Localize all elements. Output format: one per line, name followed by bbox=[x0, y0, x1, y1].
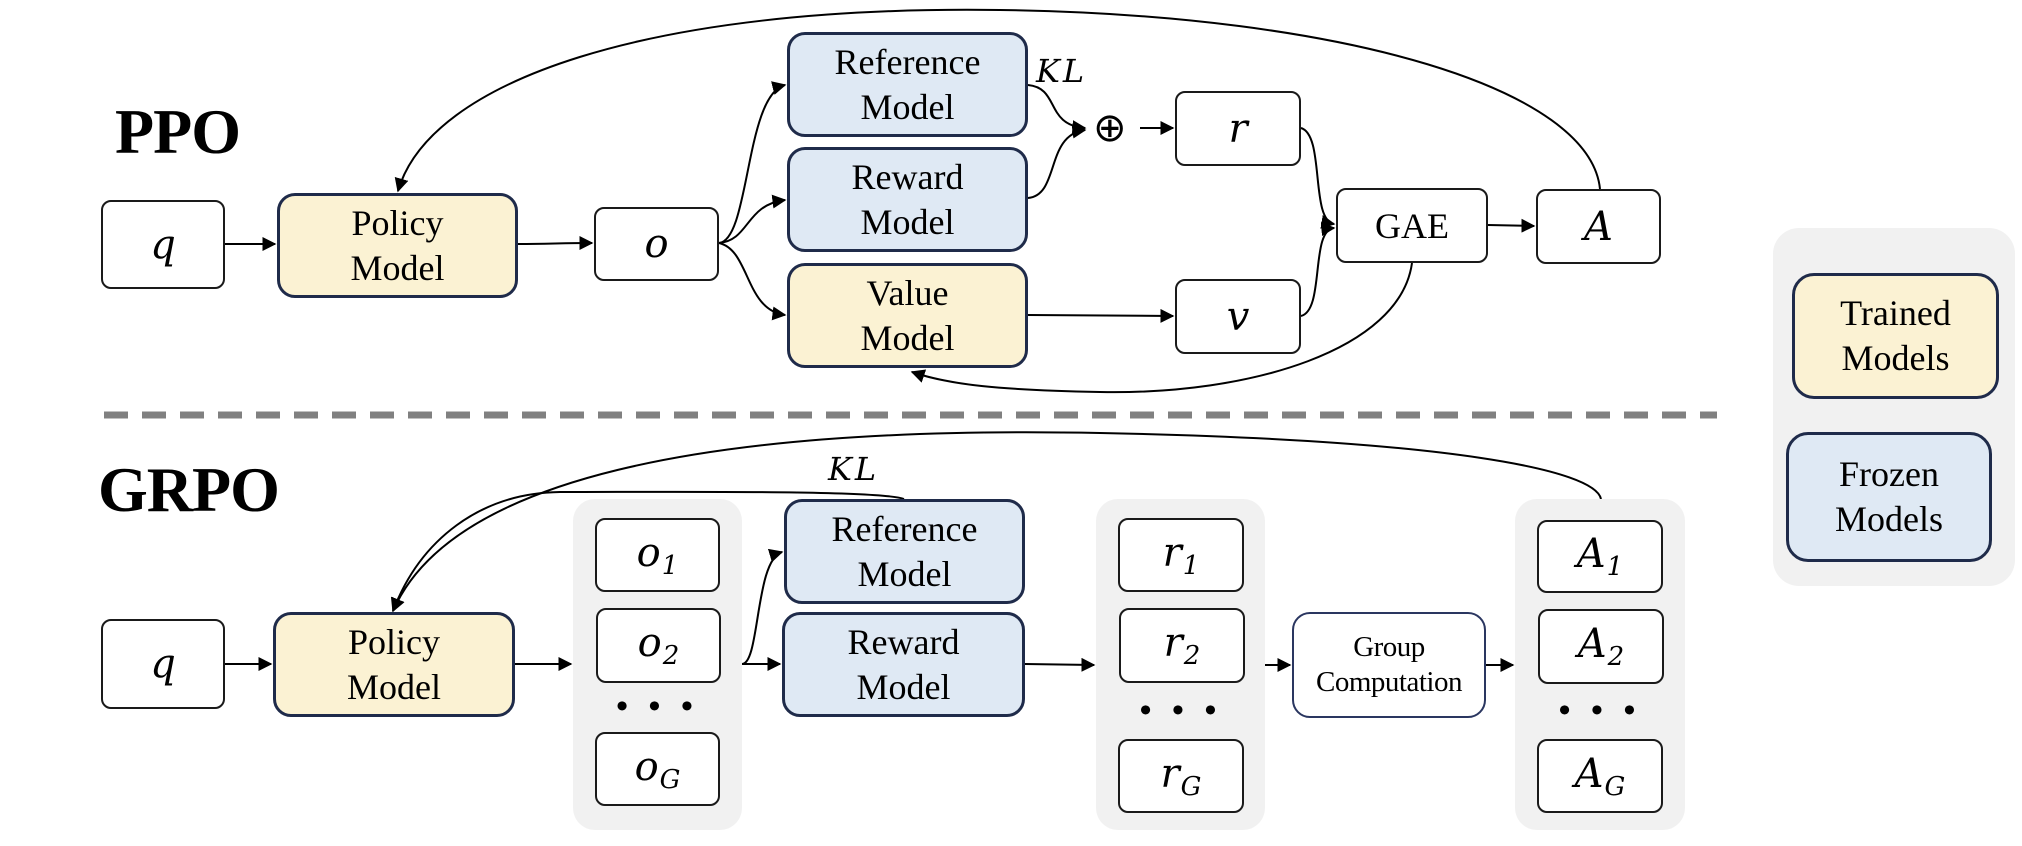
rewards-ellipsis: • • • bbox=[1139, 692, 1223, 729]
output-2-base: o bbox=[637, 620, 662, 666]
reward-2-base: r bbox=[1163, 620, 1183, 666]
arrow-gae-to-value bbox=[910, 262, 1413, 394]
reward-box-1: r1 bbox=[1118, 518, 1244, 592]
arrow-advantages-to-policy bbox=[391, 431, 1602, 613]
grpo-policy-line2: Model bbox=[347, 666, 441, 707]
ppo-reward-label: r bbox=[1228, 105, 1248, 152]
ppo-title: PPO bbox=[115, 96, 241, 167]
advantage-1-sub: 1 bbox=[1606, 552, 1624, 582]
arrow-a-to-policy bbox=[394, 8, 1601, 193]
reward-g-sub: G bbox=[1180, 771, 1202, 802]
reward-model-line1: Reward bbox=[851, 156, 964, 197]
reference-model-line2: Model bbox=[860, 86, 955, 127]
reward-g-base: r bbox=[1160, 750, 1180, 797]
advantage-box-1: A1 bbox=[1537, 520, 1663, 593]
arrow-value-to-v bbox=[1027, 308, 1175, 323]
legend-frozen-line2: Models bbox=[1835, 499, 1943, 539]
grpo-query-box: q bbox=[101, 619, 225, 709]
reward-1-sub: 1 bbox=[1182, 550, 1200, 581]
grpo-reward-line1: Reward bbox=[847, 621, 960, 662]
arrow-r-to-gae bbox=[1300, 127, 1336, 229]
output-box-1: o1 bbox=[595, 518, 720, 592]
ppo-advantage-box: A bbox=[1536, 189, 1661, 264]
output-g-sub: G bbox=[659, 764, 681, 795]
grpo-policy-model: Policy Model bbox=[273, 612, 515, 717]
output-1-base: o bbox=[636, 529, 661, 576]
ppo-value-box: v bbox=[1175, 279, 1301, 354]
grpo-reward-line2: Model bbox=[856, 666, 951, 707]
arrow-gae-to-a bbox=[1487, 218, 1536, 233]
value-model-line1: Value bbox=[866, 272, 949, 313]
reward-model-line2: Model bbox=[860, 201, 955, 242]
arrow-o-to-value bbox=[718, 242, 787, 321]
value-model-line2: Model bbox=[860, 317, 955, 358]
ppo-output-box: o bbox=[594, 207, 719, 281]
arrow-reference-kl-to-policy bbox=[390, 490, 905, 613]
arrow-reward-to-sum bbox=[1027, 124, 1087, 199]
ppo-reward-box: r bbox=[1175, 91, 1301, 166]
arrow-reference-to-sum bbox=[1027, 84, 1087, 135]
advantage-g-sub: G bbox=[1604, 771, 1626, 802]
legend-trained-line1: Trained bbox=[1840, 293, 1951, 333]
arrow-policy-to-o bbox=[517, 236, 594, 251]
grpo-title: GRPO bbox=[98, 454, 280, 525]
reference-model-line1: Reference bbox=[834, 41, 981, 82]
ppo-query-box: q bbox=[101, 200, 225, 289]
output-g-base: o bbox=[634, 743, 659, 790]
advantage-box-g: AG bbox=[1537, 739, 1663, 813]
reward-box-2: r2 bbox=[1119, 608, 1245, 683]
policy-model-line2: Model bbox=[350, 247, 445, 288]
ppo-output-label: o bbox=[644, 221, 669, 267]
output-box-g: oG bbox=[595, 732, 720, 806]
output-box-2: o2 bbox=[596, 608, 721, 683]
ppo-reward-model: Reward Model bbox=[787, 147, 1028, 252]
grpo-kl-label: KL bbox=[828, 450, 880, 488]
reward-box-g: rG bbox=[1118, 739, 1244, 813]
sum-icon: ⊕ bbox=[1093, 105, 1127, 151]
grpo-reward-model: Reward Model bbox=[782, 612, 1025, 717]
output-1-sub: 1 bbox=[661, 550, 679, 581]
arrow-outputs-to-reference bbox=[741, 548, 784, 665]
reward-1-base: r bbox=[1162, 529, 1182, 576]
arrow-reward-to-rewards bbox=[1024, 657, 1096, 672]
policy-model-line1: Policy bbox=[351, 202, 444, 243]
advantage-2-base: A bbox=[1577, 621, 1607, 667]
grpo-reference-line2: Model bbox=[857, 553, 952, 594]
ppo-value-model: Value Model bbox=[787, 263, 1028, 368]
gae-box: GAE bbox=[1336, 188, 1488, 263]
grpo-query-label: q bbox=[150, 641, 176, 687]
advantage-2-sub: 2 bbox=[1607, 642, 1625, 672]
group-computation-line1: Group bbox=[1353, 631, 1425, 664]
group-computation-line2: Computation bbox=[1316, 666, 1462, 698]
outputs-ellipsis: • • • bbox=[616, 688, 699, 725]
arrow-o-to-reward bbox=[718, 194, 787, 244]
ppo-reference-model: Reference Model bbox=[787, 32, 1028, 137]
output-2-sub: 2 bbox=[662, 641, 680, 671]
ppo-policy-model: Policy Model bbox=[277, 193, 518, 298]
grpo-reference-model: Reference Model bbox=[784, 499, 1025, 604]
arrow-o-to-reference bbox=[718, 81, 787, 244]
legend-trained-line2: Models bbox=[1841, 338, 1950, 378]
grpo-policy-line1: Policy bbox=[347, 621, 440, 662]
legend-frozen-models: Frozen Models bbox=[1786, 432, 1992, 562]
advantages-ellipsis: • • • bbox=[1558, 692, 1642, 729]
group-computation-box: Group Computation bbox=[1292, 612, 1486, 718]
arrow-v-to-gae bbox=[1300, 222, 1336, 317]
ppo-value-label: v bbox=[1226, 293, 1250, 340]
ppo-query-label: q bbox=[150, 221, 176, 268]
ppo-kl-label: KL bbox=[1036, 52, 1088, 90]
ppo-advantage-label: A bbox=[1584, 203, 1613, 250]
advantage-box-2: A2 bbox=[1538, 609, 1664, 684]
legend-trained-models: Trained Models bbox=[1792, 273, 1999, 399]
advantage-g-base: A bbox=[1574, 750, 1604, 797]
legend-frozen-line1: Frozen bbox=[1839, 454, 1939, 494]
advantage-1-base: A bbox=[1576, 531, 1606, 577]
gae-label: GAE bbox=[1375, 205, 1449, 246]
grpo-reference-line1: Reference bbox=[831, 508, 978, 549]
reward-2-sub: 2 bbox=[1183, 641, 1201, 671]
